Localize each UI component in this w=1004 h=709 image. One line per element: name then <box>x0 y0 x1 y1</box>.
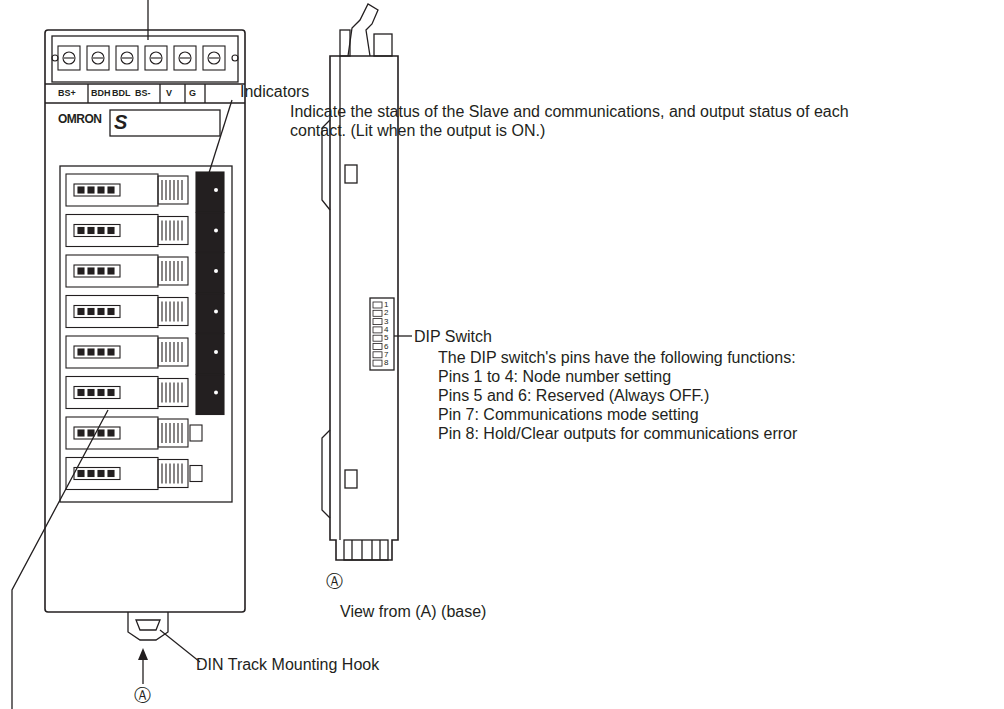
callout-text: Indicate the status of the Slave and com… <box>290 102 890 140</box>
terminal-screw <box>87 46 109 70</box>
leader-line <box>147 0 148 40</box>
callout-text: Pin 8: Hold/Clear outputs for communicat… <box>438 424 797 443</box>
relay-socket <box>66 296 158 328</box>
terminal-name: BDL <box>112 88 131 98</box>
indicator-led <box>196 172 224 212</box>
indicator-led <box>196 334 224 374</box>
pin-number: 7 <box>384 351 388 359</box>
callout-text: View from (A) (base) <box>340 602 486 621</box>
relay-latch <box>158 338 188 366</box>
terminal-block <box>52 36 238 82</box>
din-hook <box>128 612 168 640</box>
dip-switch <box>370 298 394 370</box>
terminal-name: BS- <box>135 88 151 98</box>
relay-socket <box>66 458 158 490</box>
terminal-screw <box>145 46 167 70</box>
pin-number: 1 <box>384 301 388 309</box>
callout-text: Indicators <box>240 82 309 101</box>
indicator-led <box>196 294 224 334</box>
terminal-name: V <box>166 88 172 98</box>
pin-number: 4 <box>384 326 388 334</box>
relay-socket <box>66 215 158 247</box>
callout-text: The DIP switch's pins have the following… <box>438 348 796 367</box>
terminal-screw <box>58 46 80 70</box>
slave-body <box>45 30 245 612</box>
relay-socket <box>66 417 158 449</box>
indicator-led <box>196 375 224 415</box>
relay-latch <box>158 176 188 204</box>
callout-text: Pins 5 and 6: Reserved (Always OFF.) <box>438 386 709 405</box>
pin-number: 8 <box>384 359 388 367</box>
terminal-name: BS+ <box>58 88 76 98</box>
label-plate <box>110 110 220 136</box>
terminal-screw <box>174 46 196 70</box>
callout-text: DIN Track Mounting Hook <box>196 655 379 674</box>
terminal-screw <box>116 46 138 70</box>
callout-text: Pin 7: Communications mode setting <box>438 405 699 424</box>
relay-socket <box>66 336 158 368</box>
indicator-led <box>196 253 224 293</box>
relay-latch <box>158 217 188 245</box>
callout-text: OMRON <box>58 110 102 129</box>
callout-text: DIP Switch <box>414 327 492 346</box>
relay-latch <box>158 298 188 326</box>
indicator-led <box>196 213 224 253</box>
terminal-screw <box>203 46 225 70</box>
terminal-name: G <box>189 88 196 98</box>
pin-number: 3 <box>384 318 388 326</box>
callout-text: Ⓐ <box>134 686 151 705</box>
side-window <box>345 470 357 488</box>
terminal-name: BDH <box>91 88 111 98</box>
side-window <box>345 165 357 183</box>
pin-number: 6 <box>384 343 388 351</box>
relay-latch <box>158 379 188 407</box>
relay-latch <box>158 460 188 488</box>
callout-text: Ⓐ <box>326 572 343 591</box>
relay-panel <box>60 166 232 502</box>
relay-latch <box>158 257 188 285</box>
pin-number: 5 <box>384 334 388 342</box>
callout-text: S <box>114 112 127 132</box>
relay-socket <box>66 377 158 409</box>
side-connector <box>344 540 388 560</box>
relay-latch <box>158 419 188 447</box>
leader-line <box>160 630 200 662</box>
leader-line <box>394 335 412 336</box>
relay-socket <box>66 174 158 206</box>
relay-socket <box>66 255 158 287</box>
pin-number: 2 <box>384 309 388 317</box>
callout-text: Pins 1 to 4: Node number setting <box>438 367 671 386</box>
